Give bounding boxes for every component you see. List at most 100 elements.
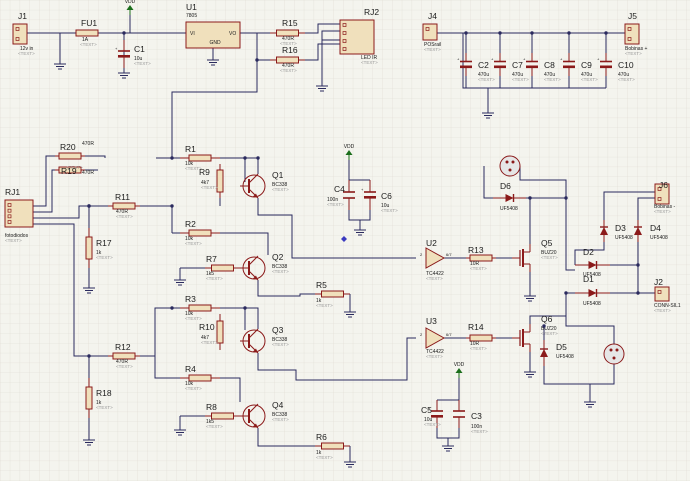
u2-text-placeholder: <TEXT> [426, 276, 443, 281]
wire [154, 356, 172, 379]
connector-body [654, 286, 670, 302]
c9-value-label: 470u [581, 72, 592, 78]
wire [519, 166, 567, 199]
d5-value-label: UF5408 [556, 354, 574, 360]
q5-mosfet [512, 244, 531, 272]
j1-text-placeholder: <TEXT> [18, 51, 35, 56]
resistor-body [216, 320, 224, 344]
q1-ref-label: Q1 [272, 170, 284, 180]
connector-pin [425, 27, 430, 31]
junction-dot [243, 156, 247, 160]
q1-text-placeholder: <TEXT> [272, 187, 289, 192]
d2-value-label: UF5408 [583, 272, 601, 278]
u3-value-label: TC4422 [426, 349, 444, 355]
r10-value-label: 4k7 [201, 335, 209, 341]
coil-body [603, 343, 625, 365]
ground-symbol [83, 287, 95, 294]
connector-pin [342, 23, 347, 27]
transistor-collector [248, 173, 259, 184]
ground-symbol [344, 461, 356, 468]
connector-body [624, 23, 640, 45]
ground-symbol [584, 401, 596, 408]
c6-capacitor: + [361, 180, 376, 210]
vdd-label: VDD [125, 0, 136, 5]
r7-value-label: 1k5 [206, 271, 214, 277]
rj2-value-label: LED IR [361, 55, 378, 61]
r8-ref-label: R8 [206, 402, 217, 412]
resistor-body [188, 304, 212, 312]
r14-value-label: 10R [470, 341, 480, 347]
resistor-body [188, 229, 212, 237]
c8-ref-label: C8 [544, 60, 555, 70]
q4-ref-label: Q4 [272, 400, 284, 410]
wire [257, 337, 416, 381]
q4-value-label: BC338 [272, 412, 288, 418]
r12-ref-label: R12 [115, 342, 131, 352]
r11-value-label: 470R [116, 209, 128, 215]
wire [305, 43, 340, 61]
c7-ref-label: C7 [512, 60, 523, 70]
vdd-arrow [455, 368, 463, 373]
r1-ref-label: R1 [185, 144, 196, 154]
driver-triangle [425, 247, 446, 269]
j6-ref-label: J6 [659, 180, 668, 190]
d1-diode [575, 289, 610, 297]
wire [220, 377, 241, 402]
r10-ref-label: R10 [199, 322, 215, 332]
c10-capacitor: + [597, 53, 612, 76]
c5-ref-label: C5 [421, 405, 432, 415]
c1-value-label: 10u [134, 56, 143, 62]
d5-diode [540, 340, 548, 366]
u2-value-label: TC4422 [426, 271, 444, 277]
connector-pin [657, 197, 662, 201]
diode-triangle [588, 261, 597, 269]
j6-text-placeholder: <TEXT> [654, 209, 671, 214]
d3-value-label: UF5408 [615, 235, 633, 241]
r12-resistor [108, 352, 140, 360]
r20-resistor [55, 152, 85, 160]
resistor-body [321, 290, 344, 298]
r20-value-label: 470R [82, 141, 94, 147]
plus-sign: + [523, 57, 526, 62]
vdd-symbol [126, 5, 134, 15]
connector-pin [7, 220, 12, 224]
wire [257, 198, 416, 259]
pin-number: 6/7 [446, 252, 452, 257]
wire [305, 23, 340, 34]
diode-triangle [540, 349, 548, 357]
d4-ref-label: D4 [650, 223, 661, 233]
connector-pin [627, 37, 632, 41]
r15-value-label: 470R [282, 36, 294, 42]
c10-ref-label: C10 [618, 60, 634, 70]
resistor-body [188, 374, 212, 382]
r20-ref-label: R20 [60, 142, 76, 152]
c8-capacitor: + [523, 53, 538, 76]
junction-dot [464, 31, 468, 35]
q1-transistor [240, 173, 266, 199]
resistor-body [276, 29, 299, 37]
r19-value-label: 470R [82, 170, 94, 176]
capacitor-plate [118, 55, 130, 58]
q2-text-placeholder: <TEXT> [272, 269, 289, 274]
r4-resistor [180, 374, 220, 382]
diode-triangle [600, 227, 608, 235]
capacitor-plate [563, 65, 575, 69]
connector-body [422, 23, 438, 41]
vdd-arrow [345, 150, 353, 155]
r19-resistor [55, 166, 85, 174]
junction-dot [170, 306, 174, 310]
c2-ref-label: C2 [478, 60, 489, 70]
markers [54, 5, 640, 468]
junction-dot [498, 31, 502, 35]
coil-dot [615, 348, 619, 352]
c4-value-label: 100n [327, 197, 338, 203]
r20-text-placeholder: <TEXT> [66, 165, 83, 170]
u1-pin-gnd: GND [209, 40, 221, 46]
rj2-connector [339, 19, 375, 55]
d2-ref-label: D2 [583, 247, 594, 257]
j5-ref-label: J5 [628, 11, 637, 21]
r15-resistor [270, 29, 305, 37]
c4-text-placeholder: <TEXT> [327, 202, 344, 207]
r5-value-label: 1k [316, 298, 322, 304]
